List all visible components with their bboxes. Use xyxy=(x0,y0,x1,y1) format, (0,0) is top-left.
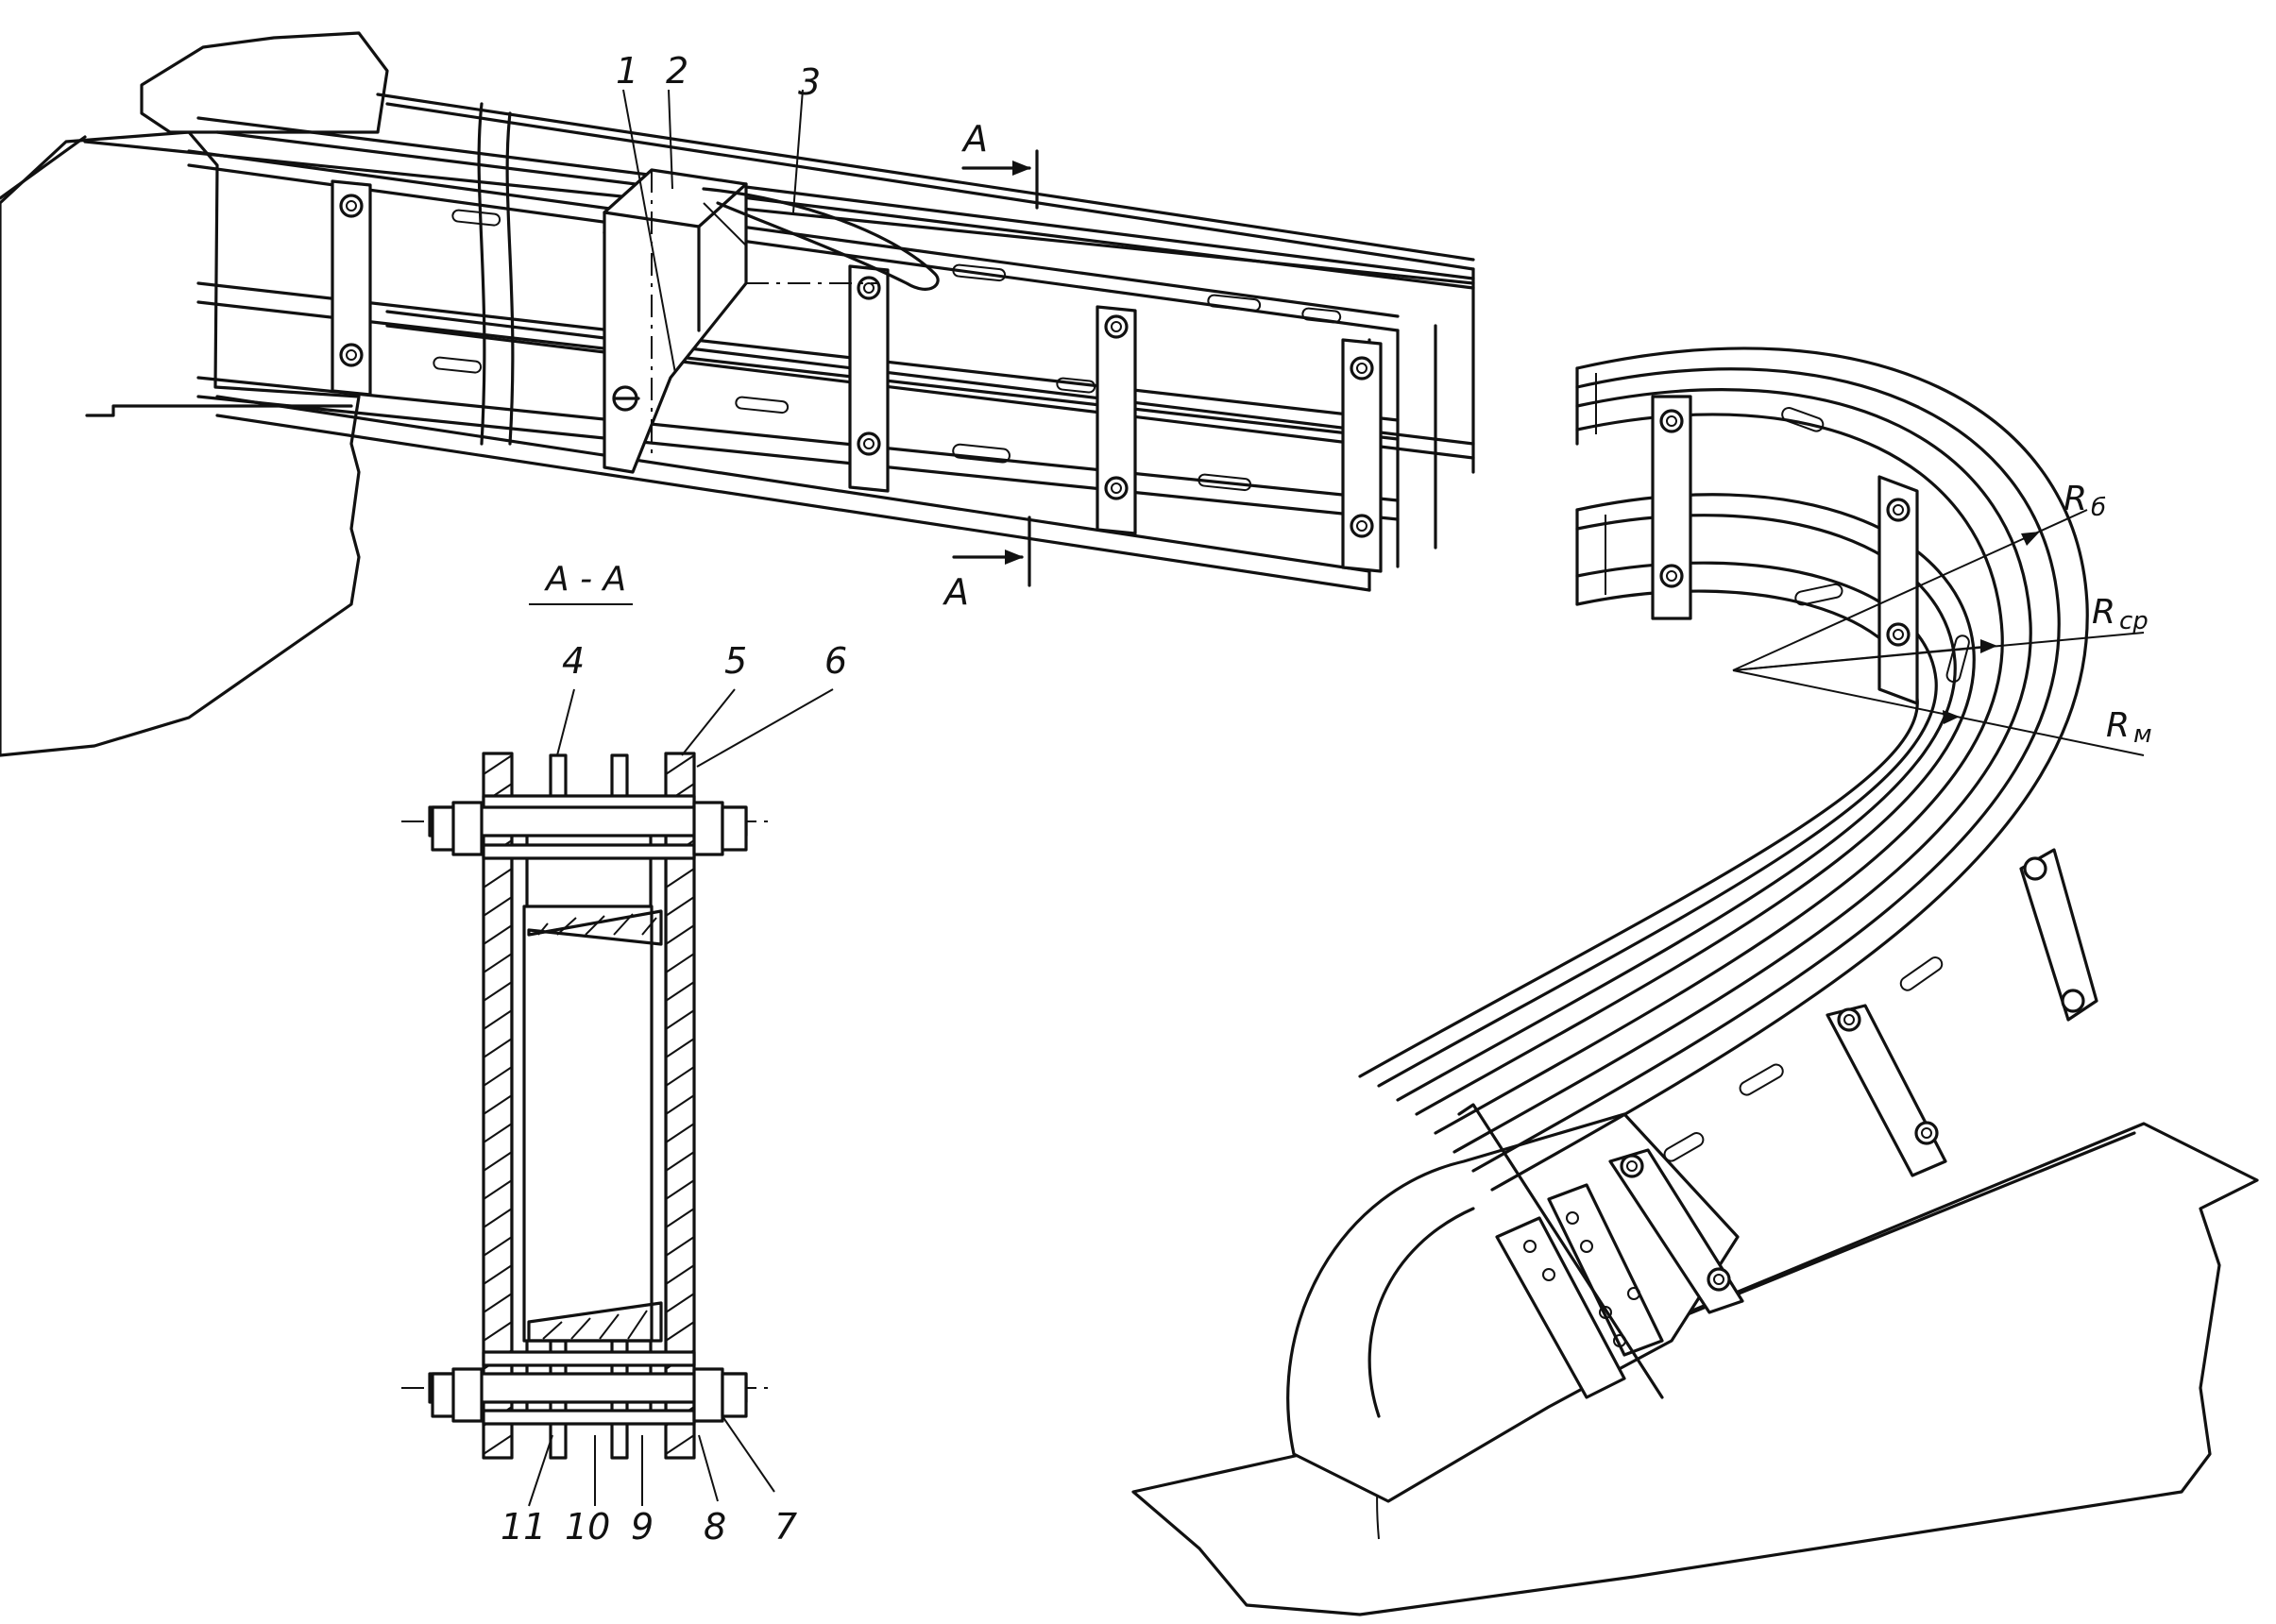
tray-clamp-2 xyxy=(848,264,890,493)
part-label-4: 4 xyxy=(562,640,585,682)
section-title: А - А xyxy=(544,560,626,599)
part-label-9: 9 xyxy=(631,1506,654,1548)
radius-small-letter: R xyxy=(2106,706,2130,745)
radius-lines xyxy=(1732,509,2145,756)
curve-clamp-3 xyxy=(2019,848,2098,1022)
radius-big-subscript: б xyxy=(2091,494,2106,522)
top-background-block xyxy=(140,31,389,134)
break-lines xyxy=(477,102,515,446)
part-label-3: 3 xyxy=(798,61,821,103)
curved-tray xyxy=(1131,347,2259,1616)
wall-support-block xyxy=(0,130,361,757)
section-marker-bottom: А xyxy=(942,571,969,613)
tray-clamp-3 xyxy=(1096,305,1137,535)
tray-clamp-4 xyxy=(1341,338,1383,573)
radius-mid-subscript: ср xyxy=(2119,607,2149,635)
part-label-10: 10 xyxy=(565,1506,610,1548)
part-label-11: 11 xyxy=(501,1506,546,1548)
radius-small-subscript: м xyxy=(2133,720,2152,749)
section-bolt-bottom xyxy=(428,1367,748,1423)
tray-slots-lower xyxy=(433,356,1252,492)
tray-slots-upper xyxy=(451,209,1342,324)
section-a-a: А - А xyxy=(401,560,834,1507)
wire-loop xyxy=(702,187,940,291)
part-label-8: 8 xyxy=(704,1506,726,1548)
part-label-1: 1 xyxy=(616,50,638,92)
part-label-6: 6 xyxy=(824,640,847,682)
part-label-2: 2 xyxy=(666,50,688,92)
curve-clamp-1 xyxy=(1651,395,1692,620)
end-bracket xyxy=(1457,1103,1664,1399)
hanger-box xyxy=(603,168,878,474)
straight-tray: А А xyxy=(83,89,1475,613)
section-marker-top: А xyxy=(960,118,988,160)
section-cut-bottom: А xyxy=(942,516,1031,613)
section-bolt-top xyxy=(428,801,748,856)
radius-mid-letter: R xyxy=(2092,593,2115,632)
part-label-7: 7 xyxy=(774,1506,797,1548)
curve-clamp-4 xyxy=(1826,1004,1947,1177)
radius-big-letter: R xyxy=(2064,480,2087,518)
section-cut-top: А xyxy=(960,118,1039,210)
curve-clamp-5 xyxy=(1608,1148,1744,1314)
part-label-5: 5 xyxy=(724,640,747,682)
tray-clamp-1 xyxy=(331,179,372,397)
curve-clamp-2 xyxy=(1877,475,1919,705)
